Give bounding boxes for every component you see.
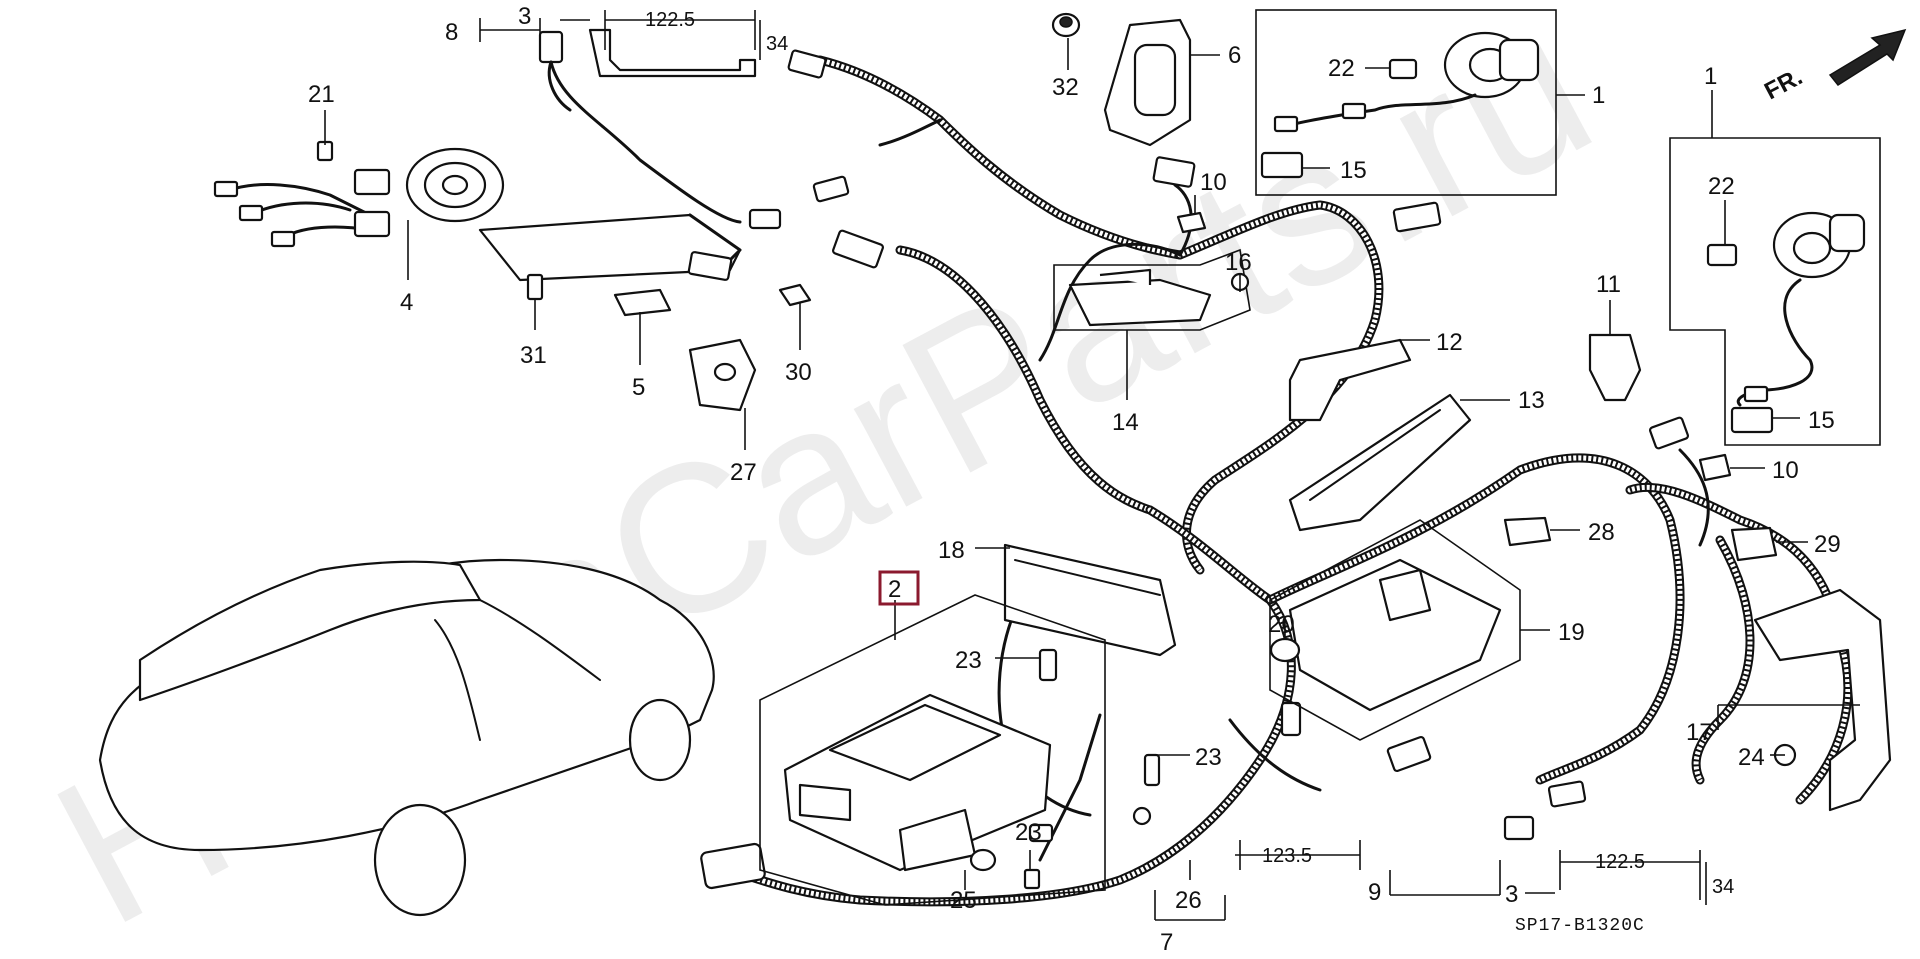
callout-30: 30 (785, 359, 812, 386)
sensor-group-right (1669, 137, 1881, 446)
callout-14: 14 (1112, 409, 1139, 436)
bracket-18 (1003, 543, 1177, 657)
bolt-31 (526, 273, 544, 301)
clip-5 (613, 288, 672, 317)
callout-6: 6 (1228, 42, 1241, 69)
callout-4: 4 (400, 289, 413, 316)
callout-19: 19 (1558, 619, 1585, 646)
bracket-27 (688, 338, 757, 412)
highlight-box (878, 570, 920, 606)
callout-22-upper: 22 (1328, 55, 1355, 82)
dimension-top: 122.5 34 (604, 9, 788, 60)
diagram-code: SP17-B1320C (1515, 916, 1645, 936)
main-harness (725, 55, 1853, 907)
dim-top-length: 122.5 (645, 9, 695, 31)
callout-15-upper: 15 (1340, 157, 1367, 184)
callout-10-right: 10 (1772, 457, 1799, 484)
callout-22-right: 22 (1708, 173, 1735, 200)
front-direction-arrow: FR. (1760, 28, 1907, 105)
sensor-group-upper (1255, 9, 1557, 196)
bracket-group-19 (1269, 519, 1521, 741)
callout-18: 18 (938, 537, 965, 564)
callout-26: 26 (1175, 887, 1202, 914)
callout-8: 8 (445, 19, 458, 46)
bracket-group-14 (1053, 248, 1251, 331)
bracket-12 (1288, 338, 1412, 422)
callout-23-b: 23 (1195, 744, 1222, 771)
callout-1-upper: 1 (1592, 82, 1605, 109)
callout-13: 13 (1518, 387, 1545, 414)
dim-mid-length: 123.5 (1262, 845, 1312, 867)
callout-31: 31 (520, 342, 547, 369)
callout-3-bottom: 3 (1505, 881, 1518, 908)
vehicle-outline (98, 558, 715, 917)
callout-27: 27 (730, 459, 757, 486)
harness-connectors (700, 49, 1689, 890)
part-6-cover (1103, 18, 1192, 147)
bracket-13 (1288, 393, 1472, 532)
dim-bot-height: 34 (1712, 876, 1734, 898)
callout-32: 32 (1052, 74, 1079, 101)
clip-10 (1176, 211, 1207, 234)
cable-reel-assembly (213, 147, 742, 282)
dim-top-height: 34 (766, 33, 788, 55)
srs-unit-group (759, 594, 1161, 906)
callout-20: 20 (1268, 611, 1295, 638)
leader-lines (324, 18, 1860, 921)
clip-30 (778, 283, 812, 307)
right-clips (1503, 333, 1892, 812)
callout-10-upper: 10 (1200, 169, 1227, 196)
dimension-middle: 123.5 (1235, 840, 1361, 870)
callout-5: 5 (632, 374, 645, 401)
callout-16: 16 (1225, 249, 1252, 276)
callout-25: 25 (950, 887, 977, 914)
callout-24: 24 (1738, 744, 1765, 771)
callout-28: 28 (1588, 519, 1615, 546)
callout-labels: 8 3 21 4 31 5 30 27 32 6 22 1 15 10 16 1… (308, 3, 1841, 956)
callout-15-right: 15 (1808, 407, 1835, 434)
callout-2: 2 (888, 576, 901, 603)
callout-23-c: 23 (1015, 819, 1042, 846)
callout-23-a: 23 (955, 647, 982, 674)
part-32-nut (1051, 12, 1081, 38)
front-direction-label: FR. (1760, 63, 1807, 105)
callout-29: 29 (1814, 531, 1841, 558)
callout-3-top: 3 (518, 3, 531, 30)
callout-11: 11 (1596, 271, 1621, 298)
callout-1-right: 1 (1704, 63, 1717, 90)
callout-21: 21 (308, 81, 335, 108)
dimension-bottom: 122.5 34 (1559, 850, 1734, 905)
callout-17: 17 (1686, 719, 1713, 746)
dim-bot-length: 122.5 (1595, 851, 1645, 873)
callout-9: 9 (1368, 879, 1381, 906)
sub-harness-8 (538, 28, 782, 230)
callout-7: 7 (1160, 929, 1173, 956)
callout-12: 12 (1436, 329, 1463, 356)
